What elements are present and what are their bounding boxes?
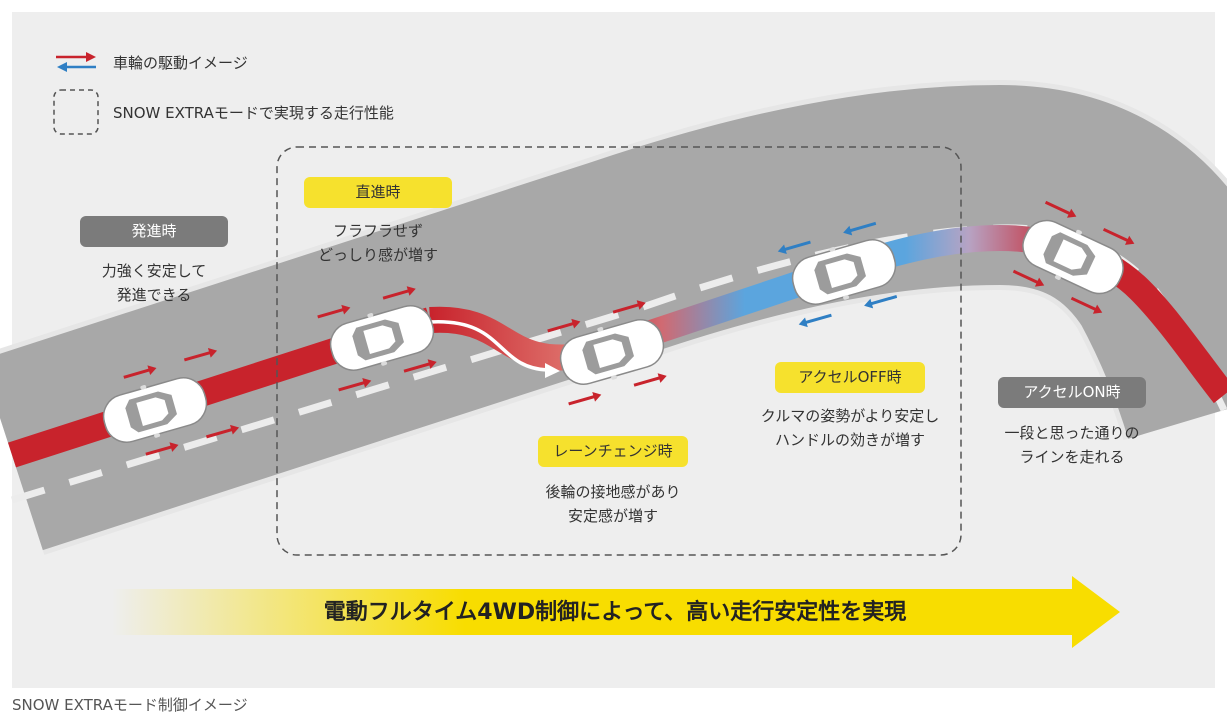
snow-extra-area	[276, 146, 962, 556]
stage-start-badge: 発進時	[80, 216, 228, 247]
road-surface	[0, 85, 1227, 551]
stage-start-line-2: 発進できる	[116, 286, 192, 304]
lane-change-path-arrow	[429, 320, 549, 372]
legend-drive-icon	[56, 52, 96, 72]
stage-lane-change-badge: レーンチェンジ時	[538, 436, 688, 467]
figure-caption: SNOW EXTRAモード制御イメージ	[12, 696, 248, 714]
legend-dashed-box-icon	[53, 89, 99, 135]
stage-accel-off-line-1: クルマの姿勢がより安定し	[760, 407, 940, 425]
legend-drive-label: 車輪の駆動イメージ	[113, 54, 248, 72]
banner-text: 電動フルタイム4WD制御によって、高い走行安定性を実現	[323, 600, 907, 625]
stage-start-line-1: 力強く安定して	[101, 262, 207, 280]
stage-lane-change-line-2: 安定感が増す	[567, 507, 658, 525]
stage-accel-on-line-1: 一段と思った通りの	[1004, 424, 1140, 442]
stage-straight-line-2: どっしり感が増す	[317, 246, 438, 264]
stage-straight-line-1: フラフラせず	[332, 222, 423, 240]
stage-accel-off-badge: アクセルOFF時	[775, 362, 925, 393]
legend-extra-label: SNOW EXTRAモードで実現する走行性能	[113, 104, 394, 122]
stage-accel-on-badge: アクセルON時	[998, 377, 1146, 408]
stage-accel-off-line-2: ハンドルの効きが増す	[774, 431, 925, 449]
stage-lane-change-line-1: 後輪の接地感があり	[545, 483, 681, 501]
stage-straight-badge: 直進時	[304, 177, 452, 208]
stage-accel-on-line-2: ラインを走れる	[1019, 448, 1125, 466]
lane-change-arrowhead	[545, 363, 560, 378]
banner-arrow	[112, 576, 1120, 648]
